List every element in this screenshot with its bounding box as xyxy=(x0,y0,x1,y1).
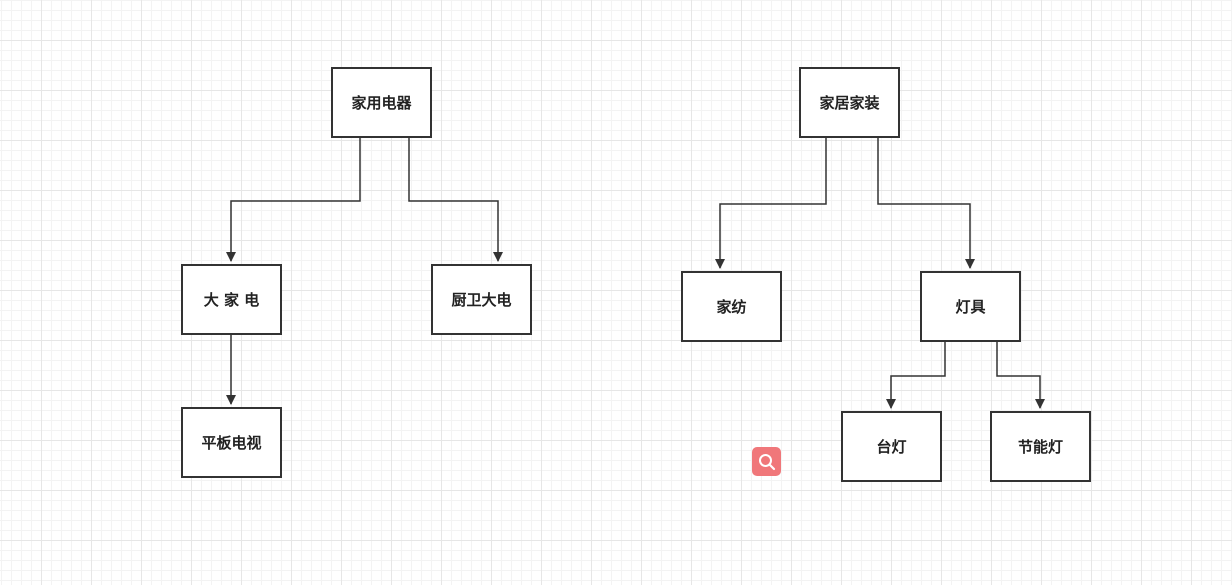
node-energy-lamp-label: 节能灯 xyxy=(1017,438,1063,456)
edge-lighting-desklamp xyxy=(886,341,946,409)
search-button[interactable] xyxy=(752,447,781,476)
search-icon xyxy=(758,453,775,470)
node-lighting-label: 灯具 xyxy=(955,298,986,316)
edge-decor-lighting xyxy=(877,137,975,269)
node-home-decor[interactable]: 家居家装 xyxy=(799,67,900,138)
edge-decor-textiles xyxy=(715,137,827,269)
node-flat-tv-label: 平板电视 xyxy=(201,434,262,452)
node-kitchen-bath[interactable]: 厨卫大电 xyxy=(431,264,532,335)
node-lighting[interactable]: 灯具 xyxy=(920,271,1021,342)
node-kitchen-bath-label: 厨卫大电 xyxy=(451,291,512,309)
node-energy-lamp[interactable]: 节能灯 xyxy=(990,411,1091,482)
edge-lighting-energylamp xyxy=(996,341,1045,409)
node-large-appliances[interactable]: 大 家 电 xyxy=(181,264,282,335)
node-home-decor-label: 家居家装 xyxy=(819,94,880,112)
node-appliances[interactable]: 家用电器 xyxy=(331,67,432,138)
node-appliances-label: 家用电器 xyxy=(351,94,412,112)
edge-appliances-kitchen xyxy=(408,137,503,262)
edge-appliances-large xyxy=(226,137,361,262)
node-textiles[interactable]: 家纺 xyxy=(681,271,782,342)
node-large-appliances-label: 大 家 电 xyxy=(203,291,260,309)
node-desk-lamp[interactable]: 台灯 xyxy=(841,411,942,482)
node-textiles-label: 家纺 xyxy=(716,298,747,316)
node-desk-lamp-label: 台灯 xyxy=(876,438,907,456)
node-flat-tv[interactable]: 平板电视 xyxy=(181,407,282,478)
